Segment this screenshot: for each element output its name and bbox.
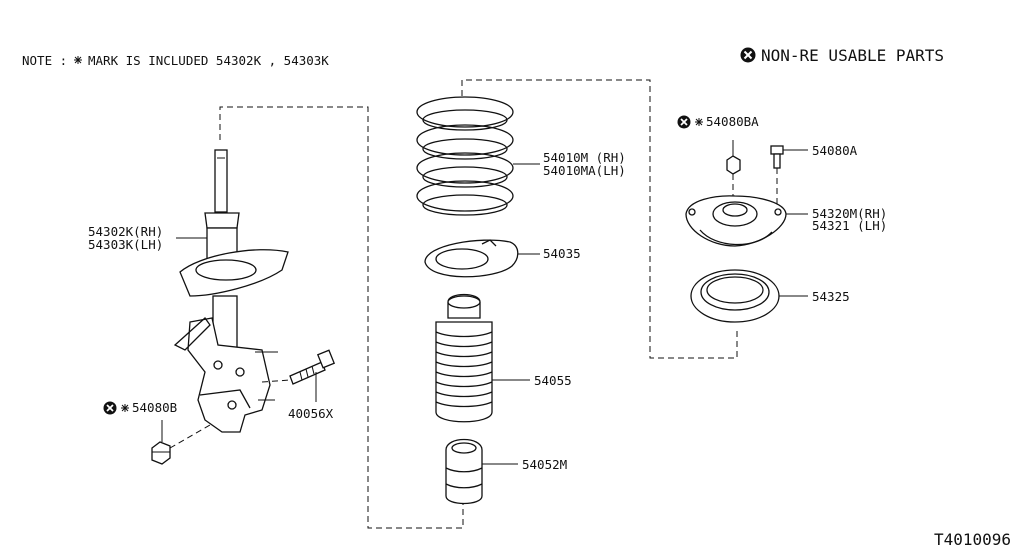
- legend-text: NON-RE USABLE PARTS: [761, 46, 944, 65]
- label-54010m-rh: 54010M (RH): [543, 150, 626, 165]
- bolt-54080a: [770, 145, 808, 210]
- diagram-id: T4010096: [934, 530, 1011, 549]
- kome-mark-icon: [695, 118, 703, 126]
- spring-seat-54035: [424, 239, 540, 278]
- note-prefix: NOTE :: [22, 53, 67, 68]
- dust-boot-54055: [435, 293, 530, 423]
- cross-circle-icon: [103, 401, 117, 415]
- label-54080ba: 54080BA: [706, 114, 759, 129]
- bolt-40056x: [261, 349, 336, 402]
- label-54035: 54035: [543, 246, 581, 261]
- cross-circle-icon: [740, 47, 756, 63]
- label-54080a: 54080A: [812, 143, 858, 158]
- kome-mark-icon: [121, 404, 129, 412]
- label-54010ma-lh: 54010MA(LH): [543, 163, 626, 178]
- coil-spring: [416, 96, 540, 216]
- nut-54080b: [151, 420, 211, 465]
- label-54052m: 54052M: [522, 457, 567, 472]
- label-54080b: 54080B: [132, 400, 177, 415]
- bump-stopper-54052m: [445, 438, 518, 505]
- label-54325: 54325: [812, 289, 850, 304]
- label-54055: 54055: [534, 373, 572, 388]
- label-54303k-lh: 54303K(LH): [88, 237, 163, 252]
- label-40056x: 40056X: [288, 406, 334, 421]
- label-54302k-rh: 54302K(RH): [88, 224, 163, 239]
- strut-assembly-bracket: [219, 106, 464, 529]
- label-54320m-rh: 54320M(RH): [812, 206, 887, 221]
- note-text: MARK IS INCLUDED 54302K , 54303K: [88, 53, 329, 68]
- nut-54080ba: [726, 140, 741, 200]
- spring-assembly-bracket: [461, 79, 738, 359]
- strut-mount-54320m: [685, 195, 808, 247]
- kome-mark-icon: [74, 56, 82, 64]
- bearing-54325: [690, 269, 808, 323]
- strut-assembly: [173, 149, 289, 433]
- label-54321-lh: 54321 (LH): [812, 218, 887, 233]
- cross-circle-icon: [677, 115, 691, 129]
